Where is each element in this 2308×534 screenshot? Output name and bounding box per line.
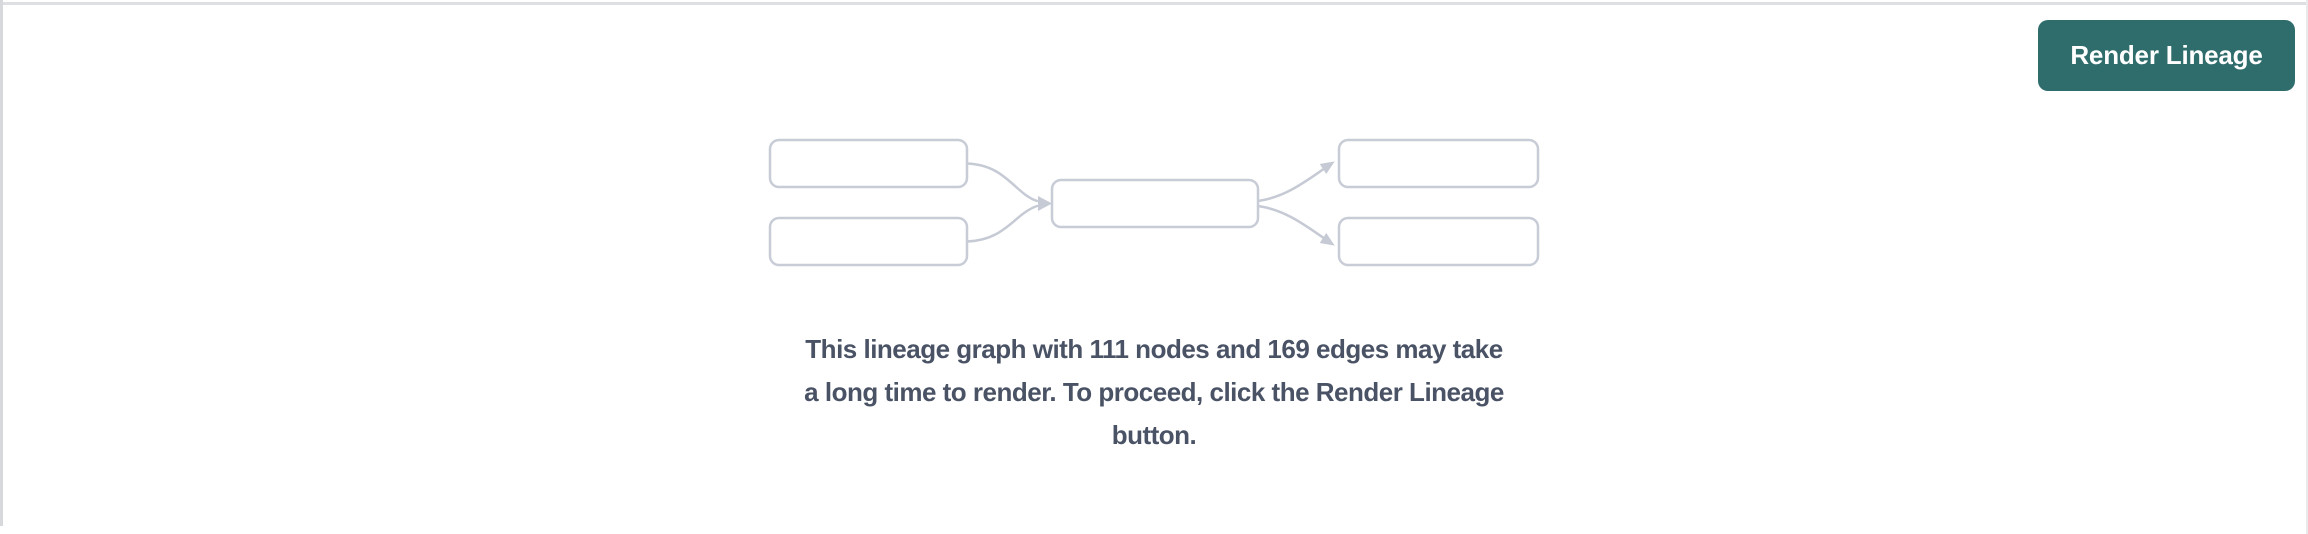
graph-node-upstream-bottom (768, 216, 969, 267)
graph-node-upstream-top (768, 138, 969, 189)
graph-edge (1256, 164, 1330, 203)
graph-node-downstream-bottom (1337, 216, 1540, 267)
panel-right-border (2306, 0, 2308, 534)
graph-edge (965, 204, 1039, 243)
arrowhead-icon (1038, 196, 1052, 211)
arrowhead-icon (1319, 232, 1335, 246)
panel-left-border (0, 0, 3, 526)
message-line: button. (1111, 420, 1197, 450)
graph-edge (1256, 204, 1330, 243)
graph-node-downstream-top (1337, 138, 1540, 189)
graph-edge (965, 162, 1039, 203)
message-line: This lineage graph with 111 nodes and 16… (805, 334, 1503, 364)
graph-node-center (1050, 178, 1260, 229)
arrowhead-icon (1319, 161, 1335, 175)
panel-top-border (0, 2, 2308, 5)
render-lineage-button[interactable]: Render Lineage (2038, 20, 2295, 91)
render-warning-message: This lineage graph with 111 nodes and 16… (804, 328, 1504, 457)
message-line: a long time to render. To proceed, click… (804, 377, 1504, 407)
lineage-graph-preview-icon (768, 138, 1540, 267)
